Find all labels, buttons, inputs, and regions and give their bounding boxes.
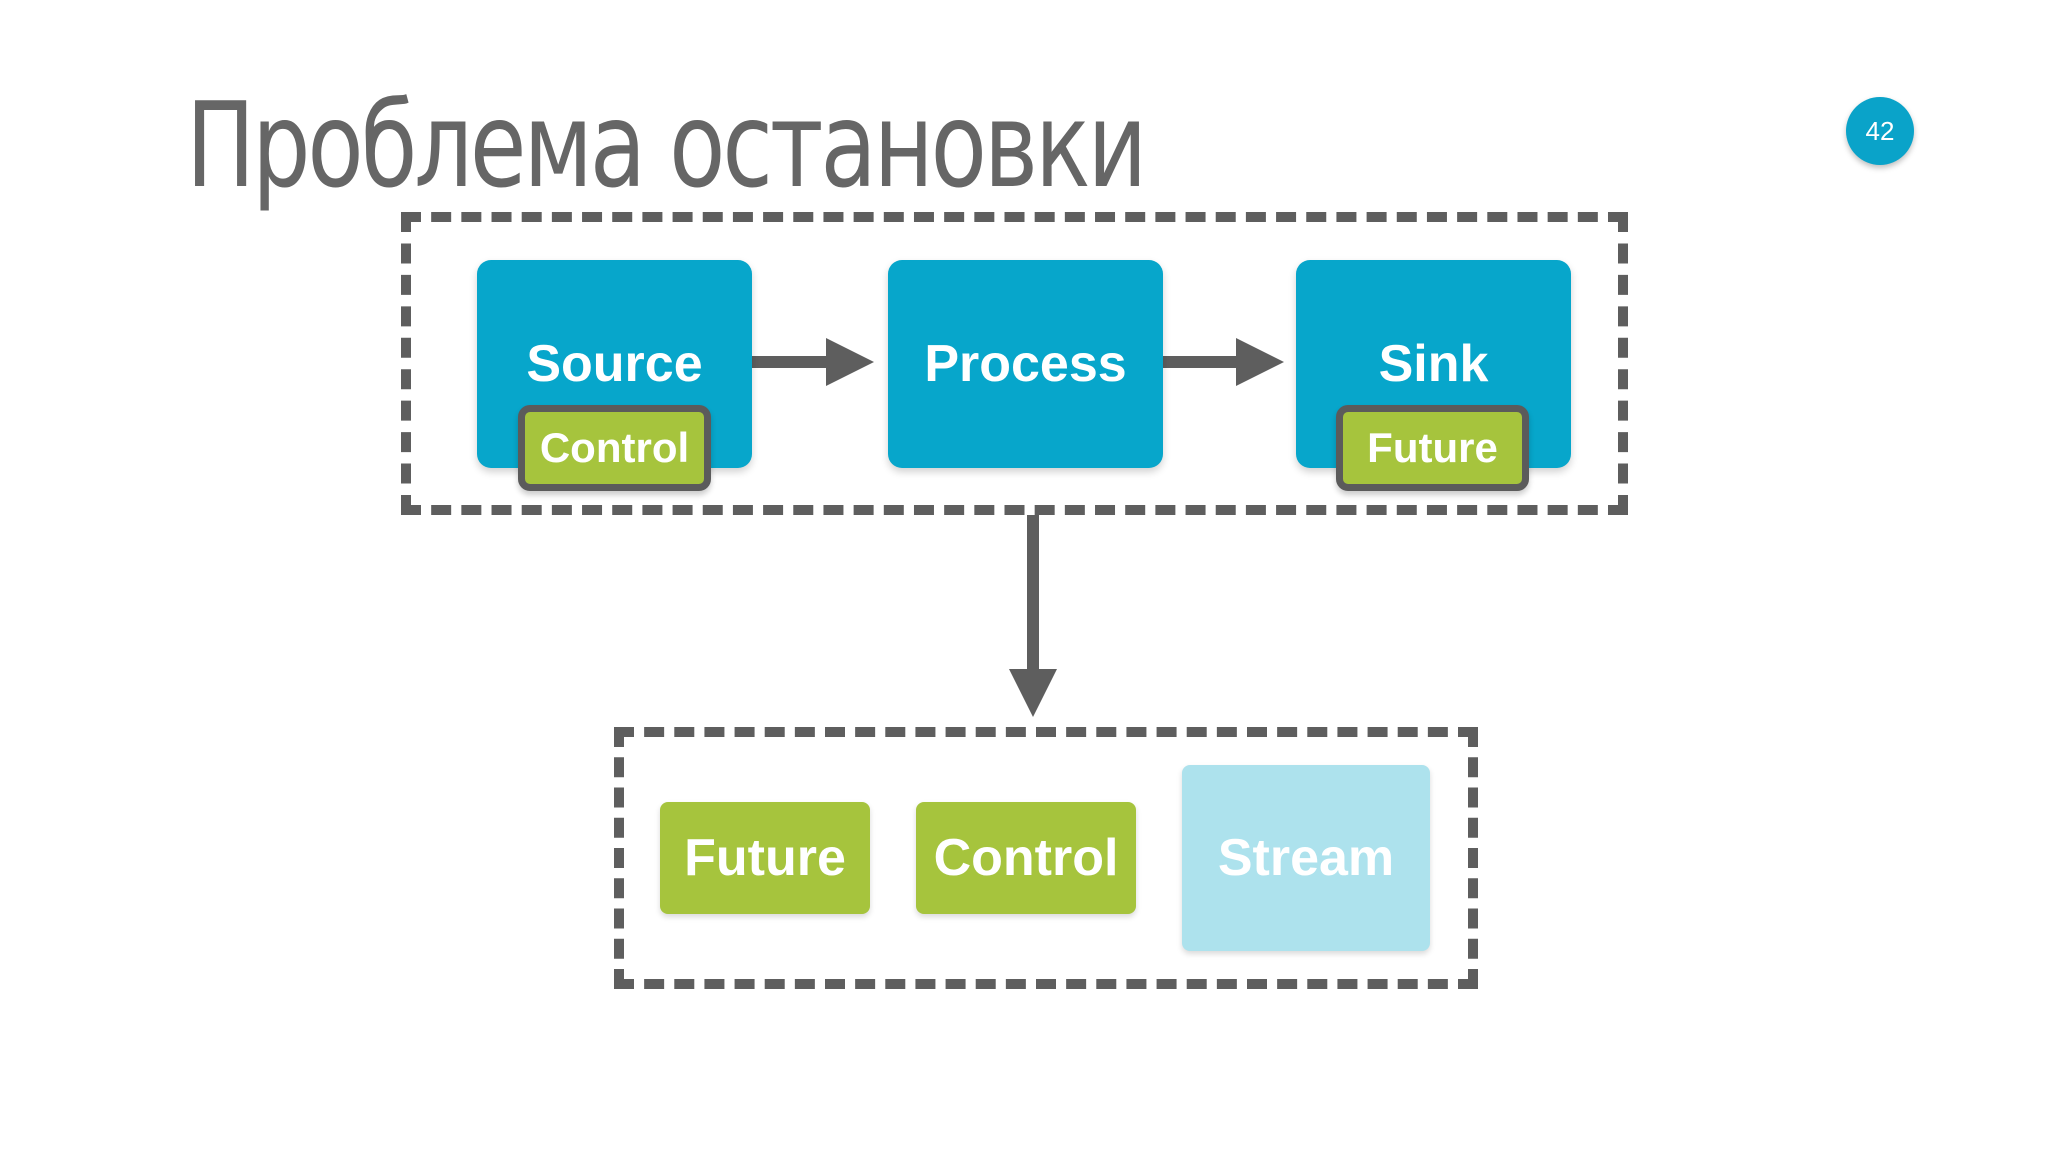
slide-title: Проблема остановки: [186, 76, 1147, 214]
result-future-tile: Future: [660, 802, 870, 914]
sink-future-badge: Future: [1336, 405, 1529, 491]
slide-number-badge: 42: [1846, 97, 1914, 165]
source-node-label: Source: [526, 335, 703, 393]
result-group-dashed-box: [614, 727, 1478, 989]
process-node: Process: [888, 260, 1163, 468]
process-node-label: Process: [924, 335, 1127, 393]
pipeline-group-dashed-box: [401, 212, 1628, 515]
result-stream-tile: Stream: [1182, 765, 1430, 951]
sink-node-label: Sink: [1378, 335, 1489, 393]
result-control-tile: Control: [916, 802, 1136, 914]
source-control-badge: Control: [518, 405, 711, 491]
